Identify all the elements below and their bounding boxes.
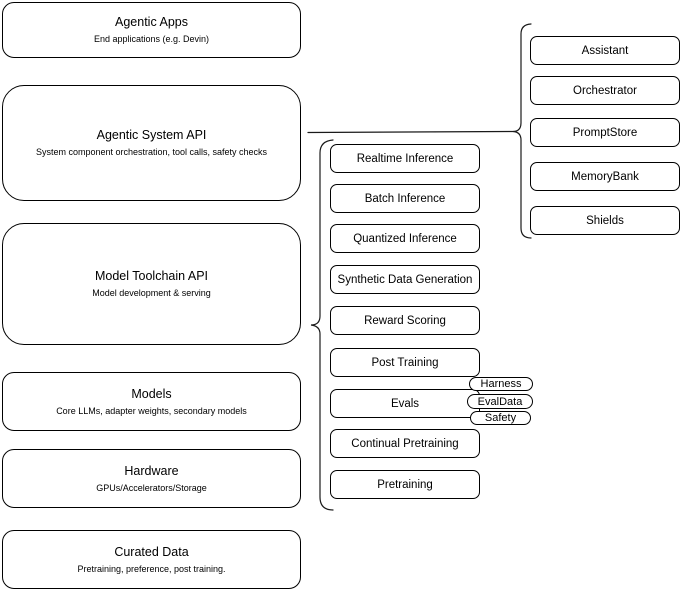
tag-evaldata: EvalData	[467, 394, 533, 409]
node-quantized-inference: Quantized Inference	[330, 224, 480, 253]
tag-label: Harness	[480, 378, 522, 390]
node-label: Orchestrator	[573, 84, 637, 97]
node-label: Pretraining	[377, 478, 433, 491]
node-label: Post Training	[371, 356, 439, 369]
node-title: Hardware	[124, 463, 179, 478]
node-subtitle: End applications (e.g. Devin)	[93, 34, 210, 44]
tag-label: EvalData	[477, 395, 523, 408]
node-subtitle: Model development & serving	[92, 288, 211, 298]
node-evals: Evals	[330, 389, 480, 418]
tag-safety: Safety	[470, 411, 531, 425]
node-batch-inference: Batch Inference	[330, 184, 480, 213]
node-shields: Shields	[530, 206, 680, 235]
node-synthetic-data-generation: Synthetic Data Generation	[330, 265, 480, 294]
node-title: Curated Data	[114, 544, 189, 559]
system-api-connector-line	[307, 130, 514, 134]
node-label: Synthetic Data Generation	[337, 273, 473, 286]
node-label: Realtime Inference	[356, 152, 454, 165]
node-models: Models Core LLMs, adapter weights, secon…	[2, 372, 301, 431]
node-hardware: Hardware GPUs/Accelerators/Storage	[2, 449, 301, 508]
node-title: Model Toolchain API	[94, 269, 209, 283]
node-title: Models	[131, 386, 172, 401]
node-pretraining: Pretraining	[330, 470, 480, 499]
node-reward-scoring: Reward Scoring	[330, 306, 480, 335]
node-label: Quantized Inference	[353, 232, 457, 245]
node-agentic-system-api: Agentic System API System component orch…	[2, 85, 301, 201]
node-title: Agentic System API	[96, 128, 207, 142]
node-label: Assistant	[581, 44, 629, 57]
node-label: PromptStore	[572, 126, 638, 139]
node-label: Reward Scoring	[364, 314, 446, 327]
node-label: Continual Pretraining	[351, 437, 459, 450]
node-realtime-inference: Realtime Inference	[330, 144, 480, 173]
node-subtitle: Core LLMs, adapter weights, secondary mo…	[56, 405, 247, 416]
node-subtitle: GPUs/Accelerators/Storage	[96, 482, 207, 493]
node-post-training: Post Training	[330, 348, 480, 377]
system-components-brace	[512, 23, 532, 239]
node-memorybank: MemoryBank	[530, 162, 680, 191]
node-subtitle: System component orchestration, tool cal…	[35, 147, 268, 157]
node-curated-data: Curated Data Pretraining, preference, po…	[2, 530, 301, 589]
node-promptstore: PromptStore	[530, 118, 680, 147]
tag-label: Safety	[484, 412, 517, 424]
node-orchestrator: Orchestrator	[530, 76, 680, 105]
node-assistant: Assistant	[530, 36, 680, 65]
tag-harness: Harness	[469, 377, 533, 391]
node-label: MemoryBank	[571, 170, 639, 183]
node-label: Evals	[390, 397, 420, 410]
node-subtitle: Pretraining, preference, post training.	[77, 563, 226, 574]
node-model-toolchain-api: Model Toolchain API Model development & …	[2, 223, 301, 345]
node-label: Batch Inference	[364, 192, 446, 205]
node-label: Shields	[586, 214, 624, 227]
node-title: Agentic Apps	[115, 15, 188, 29]
node-continual-pretraining: Continual Pretraining	[330, 429, 480, 458]
node-agentic-apps: Agentic Apps End applications (e.g. Devi…	[2, 2, 301, 58]
